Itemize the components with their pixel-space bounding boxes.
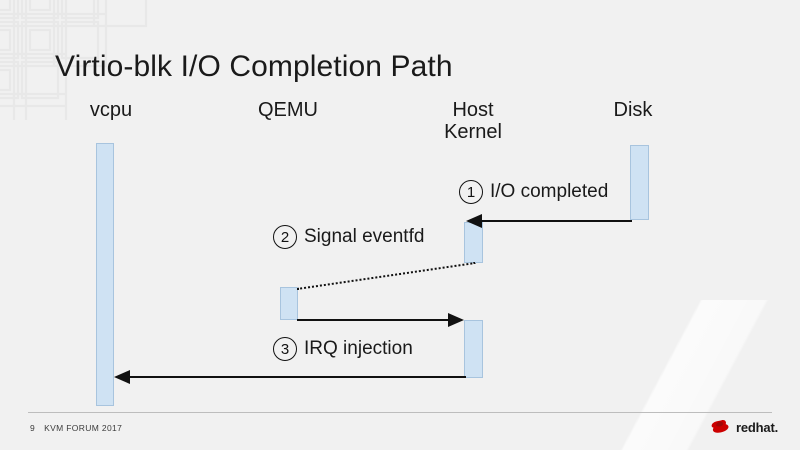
step-text-2: Signal eventfd — [304, 226, 425, 247]
redhat-wordmark: redhat. — [736, 420, 778, 435]
column-header-vcpu: vcpu — [89, 99, 133, 121]
step-label-3: 3 IRQ injection — [273, 337, 413, 361]
arrow-io-completed-line — [480, 220, 632, 222]
lifeline-bar-host-kernel-2 — [464, 320, 483, 378]
arrow-irq-injection-head — [114, 370, 130, 384]
arrow-qemu-to-host-kernel-line — [297, 319, 449, 321]
redhat-brand: redhat. — [709, 419, 778, 436]
footer-divider — [28, 412, 772, 413]
arrow-irq-injection-line — [128, 376, 466, 378]
page-title: Virtio-blk I/O Completion Path — [55, 50, 453, 83]
lifeline-bar-vcpu — [96, 143, 114, 406]
redhat-fedora-icon — [711, 420, 729, 433]
arrow-qemu-to-host-kernel-head — [448, 313, 464, 327]
dotted-connector-signal-eventfd — [297, 262, 476, 290]
step-label-1: 1 I/O completed — [459, 180, 608, 204]
footer-info: 9 KVM FORUM 2017 — [30, 423, 122, 433]
column-header-disk: Disk — [613, 99, 653, 121]
event-name: KVM FORUM 2017 — [44, 423, 123, 433]
lifeline-bar-disk — [630, 145, 649, 220]
step-text-1: I/O completed — [490, 181, 609, 202]
column-header-qemu: QEMU — [258, 99, 318, 121]
lifeline-bar-host-kernel-1 — [464, 222, 483, 263]
step-label-2: 2 Signal eventfd — [273, 225, 424, 249]
page-number: 9 — [30, 423, 36, 433]
column-header-host-kernel: Host Kernel — [444, 99, 502, 144]
arrow-io-completed-head — [466, 214, 482, 228]
step-badge-2: 2 — [273, 225, 297, 249]
lifeline-bar-qemu — [280, 287, 298, 320]
step-badge-3: 3 — [273, 337, 297, 361]
step-text-3: IRQ injection — [304, 338, 413, 359]
step-badge-1: 1 — [459, 180, 483, 204]
